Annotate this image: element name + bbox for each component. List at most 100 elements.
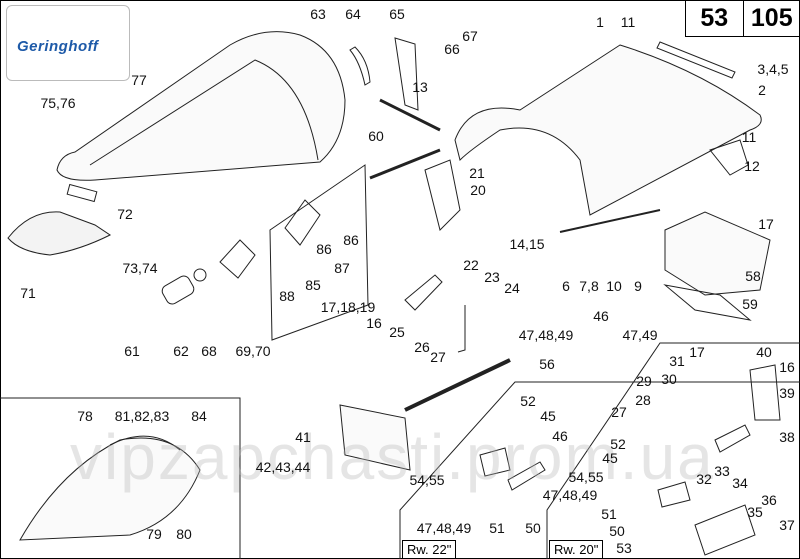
callout-label: 10 <box>606 278 622 294</box>
callout-label: 2 <box>758 82 766 98</box>
callout-label: 69,70 <box>235 343 271 359</box>
watermark: vipzapchasti.prom.ua <box>70 421 715 493</box>
callout-label: 35 <box>747 504 763 520</box>
part-cone-77 <box>56 31 346 181</box>
callout-label: 47,48,49 <box>542 487 598 503</box>
callout-label: 17 <box>689 344 705 360</box>
callout-label: 11 <box>741 129 757 145</box>
callout-label: 52 <box>520 393 536 409</box>
callout-label: 50 <box>609 523 625 539</box>
part-plate-65 <box>394 37 419 111</box>
callout-label: 58 <box>745 268 761 284</box>
callout-label: 81,82,83 <box>114 408 170 424</box>
callout-label: 62 <box>173 343 189 359</box>
callout-label: 45 <box>602 450 618 466</box>
callout-label: 85 <box>305 277 321 293</box>
callout-label: 51 <box>601 506 617 522</box>
part-bracket-46a <box>507 461 546 491</box>
callout-label: 79 <box>146 526 162 542</box>
callout-label: 27 <box>430 349 446 365</box>
callout-label: 56 <box>539 356 555 372</box>
variant-label-rw22: Rw. 22" <box>402 540 457 559</box>
callout-label: 64 <box>345 6 361 22</box>
callout-label: 9 <box>634 278 642 294</box>
callout-label: 80 <box>176 526 192 542</box>
callout-label: 68 <box>201 343 217 359</box>
callout-label: 27 <box>611 404 627 420</box>
part-bush-62 <box>193 268 207 282</box>
callout-label: 29 <box>636 373 652 389</box>
callout-label: 45 <box>540 408 556 424</box>
part-plate-59 <box>663 284 752 321</box>
part-cover-58 <box>664 211 771 296</box>
callout-label: 60 <box>368 128 384 144</box>
part-hinge-45a <box>479 447 511 477</box>
callout-label: 31 <box>669 353 685 369</box>
callout-label: 13 <box>412 79 428 95</box>
callout-label: 28 <box>635 392 651 408</box>
callout-label: 11 <box>620 14 636 30</box>
rw20-box <box>546 342 800 559</box>
part-hinge-45b <box>657 481 691 508</box>
callout-label: 34 <box>732 475 748 491</box>
part-panel <box>269 164 369 341</box>
part-bracket-63 <box>349 46 371 86</box>
part-arm-33 <box>714 424 751 453</box>
callout-label: 16 <box>779 359 795 375</box>
page-number: 105 <box>750 3 793 32</box>
callout-label: 7,8 <box>579 278 599 294</box>
callout-label: 47,49 <box>622 327 658 343</box>
callout-label: 24 <box>504 280 520 296</box>
callout-label: 88 <box>279 288 295 304</box>
part-bracket-85 <box>284 199 321 246</box>
callout-label: 33 <box>714 463 730 479</box>
part-cone-77-seam <box>89 59 319 166</box>
callout-label: 3,4,5 <box>757 61 789 77</box>
part-fender-1 <box>454 44 762 216</box>
callout-label: 26 <box>414 339 430 355</box>
part-inset-cone <box>19 437 201 541</box>
callout-label: 40 <box>756 344 772 360</box>
part-rod-27 <box>457 305 466 353</box>
part-bracket-11 <box>709 139 749 176</box>
callout-label: 77 <box>131 72 147 88</box>
part-inset-arc-78 <box>109 435 181 451</box>
callout-label: 61 <box>124 343 140 359</box>
callout-label: 38 <box>779 429 795 445</box>
callout-label: 17,18,19 <box>320 299 376 315</box>
callout-label: 59 <box>742 296 758 312</box>
variant-label-rw20: Rw. 20" <box>549 540 604 559</box>
callout-label: 78 <box>77 408 93 424</box>
part-bracket-41 <box>339 404 411 471</box>
callout-label: 54,55 <box>568 469 604 485</box>
part-lever-25 <box>404 274 443 311</box>
callout-label: 54,55 <box>409 472 445 488</box>
part-bracket-53 <box>694 504 756 556</box>
part-plate-72 <box>66 183 98 203</box>
callout-label: 16 <box>366 315 382 331</box>
callout-label: 73,74 <box>122 260 158 276</box>
part-bar-10 <box>559 209 661 233</box>
callout-label: 25 <box>389 324 405 340</box>
callout-label: 86 <box>316 241 332 257</box>
callout-label: 71 <box>20 285 36 301</box>
callout-label: 23 <box>484 269 500 285</box>
part-roller-61 <box>161 275 195 305</box>
callout-label: 87 <box>334 260 350 276</box>
callout-label: 42,43,44 <box>255 459 311 475</box>
part-lever-16 <box>424 159 461 231</box>
callout-label: 47,48,49 <box>416 520 472 536</box>
callout-label: 37 <box>779 517 795 533</box>
callout-label: 17 <box>758 216 774 232</box>
callout-label: 63 <box>310 6 326 22</box>
part-gas-spring-56 <box>404 358 511 412</box>
page-reference: 53 105 <box>685 0 800 37</box>
callout-label: 32 <box>696 471 712 487</box>
callout-label: 72 <box>117 206 133 222</box>
callout-label: 36 <box>761 492 777 508</box>
inset-box <box>0 397 241 559</box>
callout-label: 52 <box>610 436 626 452</box>
part-rod-13 <box>379 98 441 132</box>
callout-label: 46 <box>552 428 568 444</box>
